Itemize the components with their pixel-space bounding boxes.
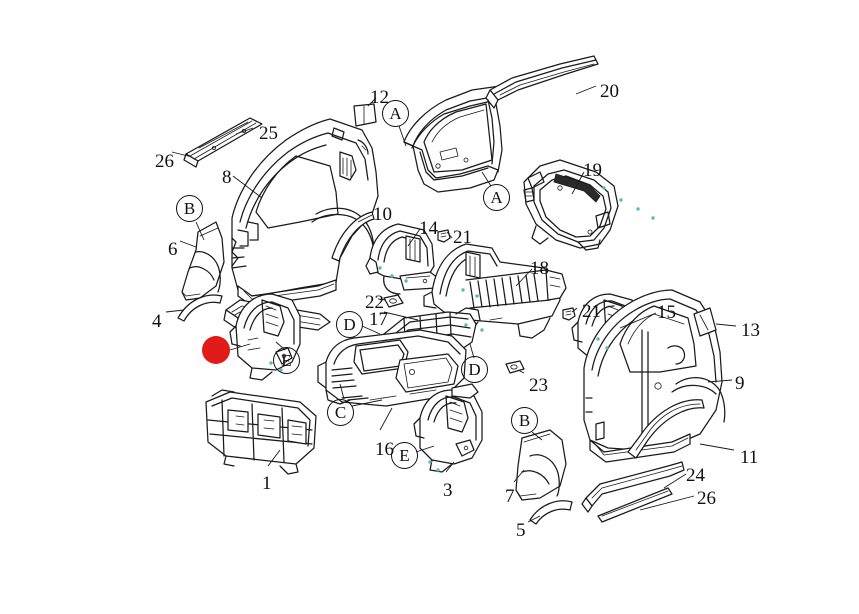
callout-label-20: 20	[600, 81, 619, 102]
callout-label-24: 24	[686, 465, 705, 486]
callout-label-26b: 26	[697, 488, 716, 509]
callout-label-21a: 21	[453, 227, 472, 248]
part-12-reinforcement-plate	[353, 103, 377, 127]
letter-callout-b2: B	[511, 407, 538, 434]
callout-label-26a: 26	[155, 151, 174, 172]
letter-callout-a1: A	[382, 100, 409, 127]
callout-label-19: 19	[583, 160, 602, 181]
callout-label-1: 1	[262, 473, 272, 494]
red-highlight-dot	[202, 336, 230, 364]
callout-label-7: 7	[505, 486, 515, 507]
callout-label-3: 3	[443, 480, 453, 501]
callout-label-11: 11	[740, 447, 759, 468]
letter-callout-e1: E	[273, 347, 300, 374]
part-windshield-frame	[403, 55, 599, 193]
callout-label-13: 13	[741, 320, 760, 341]
part-23-grommet-plug	[505, 360, 525, 374]
callout-label-17: 17	[369, 309, 388, 330]
callout-label-4: 4	[152, 311, 162, 332]
part-11-rear-arch-moulding	[627, 399, 705, 459]
leader-lines	[165, 85, 737, 523]
callout-label-21b: 21	[582, 301, 601, 322]
letter-callout-d1: D	[336, 311, 363, 338]
callout-label-9: 9	[735, 373, 745, 394]
callout-label-14: 14	[419, 218, 438, 239]
callout-label-18: 18	[530, 258, 549, 279]
letter-callout-d2: D	[461, 356, 488, 383]
callout-label-5: 5	[516, 520, 526, 541]
part-6-front-fender-left	[181, 221, 225, 301]
callout-label-23: 23	[529, 375, 548, 396]
letter-callout-e2: E	[391, 442, 418, 469]
callout-label-12: 12	[370, 87, 389, 108]
part-16-front-floor-pan	[317, 329, 467, 407]
callout-label-25: 25	[259, 123, 278, 144]
part-8-body-side-panel-left	[231, 118, 379, 307]
letter-callout-b1: B	[176, 195, 203, 222]
part-21-clip-fastener-lower	[562, 307, 576, 321]
callout-label-8: 8	[222, 167, 232, 188]
part-10-arch-extension	[331, 211, 375, 262]
part-22-grommet-square	[383, 294, 404, 308]
part-24-rocker-moulding	[581, 461, 685, 513]
part-4-wheel-arch-moulding	[177, 294, 223, 322]
part-26-tape-strip	[597, 487, 673, 523]
part-5-wheel-arch-moulding-rear	[529, 500, 573, 525]
letter-callout-a2: A	[483, 184, 510, 211]
part-1-front-end-carrier	[205, 389, 317, 475]
letter-callout-c: C	[327, 399, 354, 426]
part-21-clip-fastener-upper	[437, 229, 451, 243]
part-18-rear-floor-pan	[423, 243, 567, 339]
part-19-radiator-support-frame	[523, 159, 619, 251]
part-14-front-wheelhouse	[365, 223, 439, 295]
part-13-filler-plate	[693, 307, 717, 337]
part-7-front-fender-right	[515, 429, 567, 501]
part-25-roof-trim-strip	[183, 117, 263, 168]
callout-label-6: 6	[168, 239, 178, 260]
callout-label-16: 16	[375, 439, 394, 460]
callout-label-10: 10	[373, 204, 392, 225]
part-3-rear-wheelhouse-inner-right	[413, 383, 483, 473]
callout-label-22: 22	[365, 292, 384, 313]
callout-label-15: 15	[657, 302, 676, 323]
